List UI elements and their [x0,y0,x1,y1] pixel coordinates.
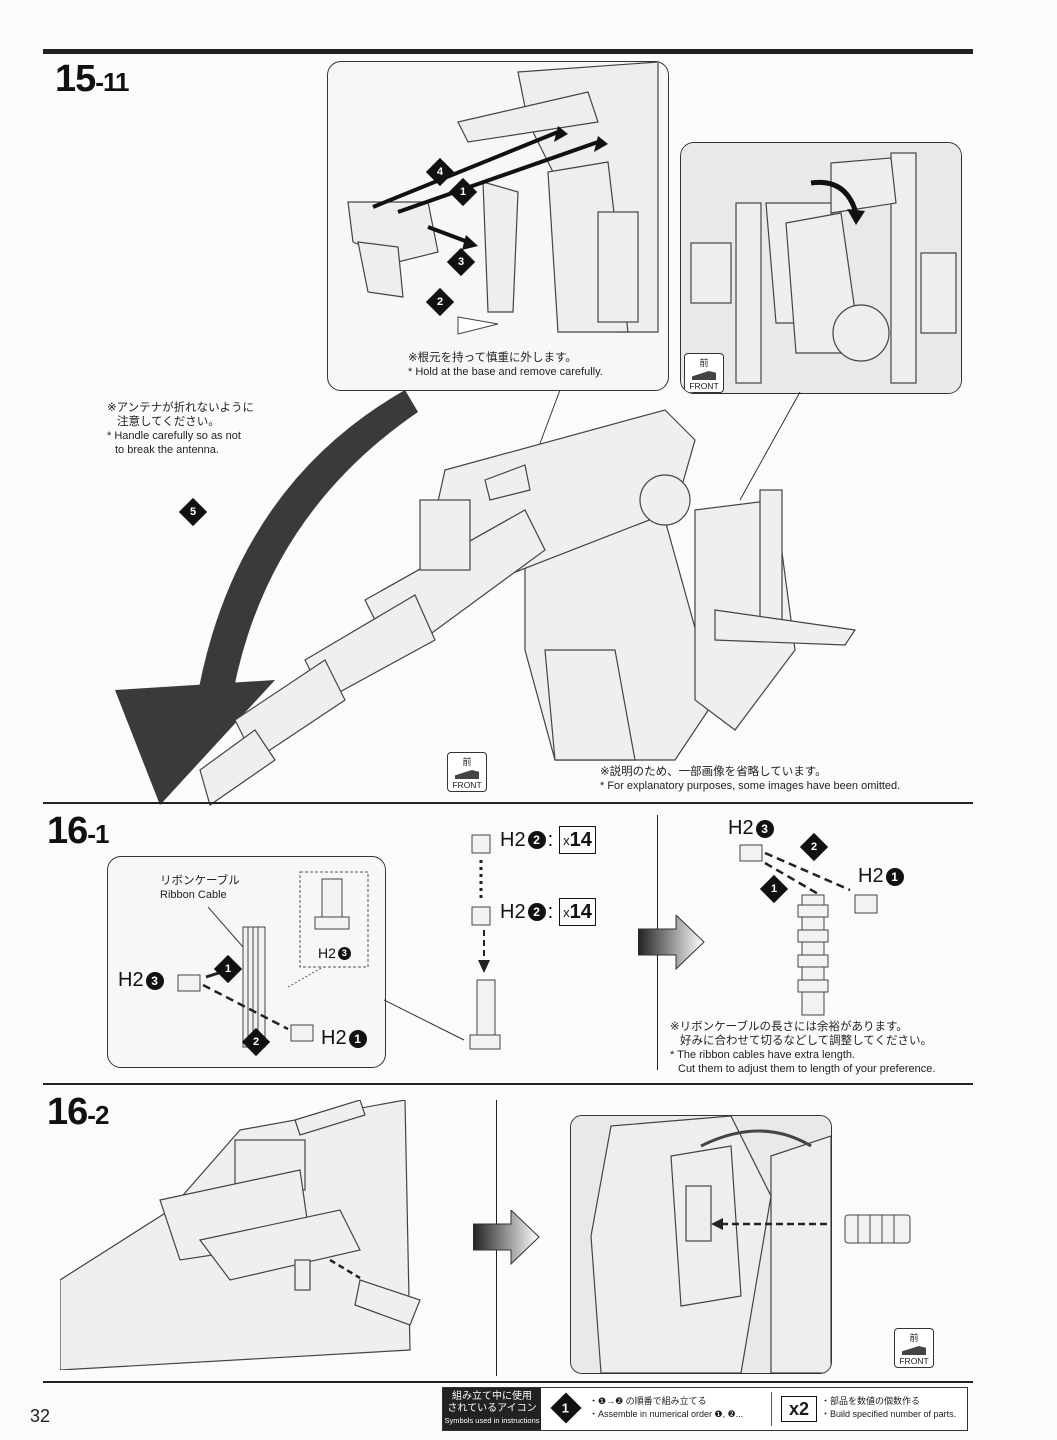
step-15-11-number: 15-11 [55,58,129,101]
note-ribbon-en-1: * The ribbon cables have extra length. [670,1049,856,1061]
detail-panel-removal: 4 1 3 2 [327,61,669,391]
robot-backpack-detail-illustration [347,62,659,335]
step-minor: -2 [87,1100,109,1130]
step-16-1-number: 16-1 [47,810,109,853]
step-major: 16 [47,1091,88,1133]
shoulder-cable-illustration [571,1116,831,1373]
note-ribbon-length: ※リボンケーブルの長さには余裕があります。 好みに合わせて切るなどして調整してく… [670,1020,970,1076]
connector-stack-illustration [384,834,501,1050]
step-minor: -1 [87,819,109,849]
next-step-arrow-icon-2 [473,1210,540,1265]
note-omitted-ja: ※説明のため、一部画像を省略しています。 [600,766,827,778]
note-antenna-caution: ※アンテナが折れないように 注意してください。 * Handle careful… [107,401,287,457]
step-16-2-number: 16-2 [47,1091,109,1134]
top-divider [43,49,973,54]
section-divider-16-2 [43,1083,973,1085]
note-antenna-en-1: * Handle carefully so as not [107,430,241,442]
legend-order-icon: 1 [550,1392,582,1424]
legend-qty-icon: x2 [781,1396,817,1422]
page-number: 32 [30,1406,51,1426]
note-antenna-ja-1: ※アンテナが折れないように [107,402,254,414]
note-antenna-ja-2: 注意してください。 [117,416,220,428]
next-step-arrow-icon [638,915,705,970]
bottom-divider [43,1381,973,1383]
legend-separator [771,1392,772,1426]
legend-qty-text: ・部品を数値の個数作る ・Build specified number of p… [821,1396,957,1419]
note-ribbon-ja-1: ※リボンケーブルの長さには余裕があります。 [670,1021,908,1033]
shoe-icon [455,770,479,779]
ribbon-cable-en: Ribbon Cable [160,889,227,901]
shoe-icon [902,1346,926,1355]
ribbon-cable-ja: リボンケーブル [160,875,240,887]
step-major: 16 [47,810,88,852]
legend-title: 組み立て中に使用 されているアイコン Symbols used in instr… [443,1388,541,1430]
note-images-omitted: ※説明のため、一部画像を省略しています。 * For explanatory p… [600,765,970,793]
step-minor: -11 [95,67,129,97]
note-detach-ja: ※根元を持って慎重に外します。 [408,352,577,364]
note-omitted-en: * For explanatory purposes, some images … [600,780,901,792]
legend-order-text: ・❶→❷ の順番で組み立てる ・Assemble in numerical or… [589,1396,744,1419]
step-major: 15 [55,58,96,100]
shoulder-cable-detail-panel [570,1115,832,1374]
cable-part-illustration [844,1214,911,1244]
note-detach-carefully: ※根元を持って慎重に外します。 * Hold at the base and r… [408,351,658,379]
robot-rifle-main-illustration [199,409,857,806]
ribbon-connector-assembled-illustration [739,844,878,1016]
note-antenna-en-2: to break the antenna. [115,444,219,456]
shoe-icon [692,371,716,380]
note-detach-en: * Hold at the base and remove carefully. [408,366,603,378]
section-divider-16-1 [43,802,973,804]
robot-shoulder-detail-illustration [681,143,961,393]
rifle-cable-insert-illustration [60,1100,421,1370]
symbols-legend: 組み立て中に使用 されているアイコン Symbols used in instr… [442,1387,968,1431]
ribbon-cable-assembly-illustration [177,871,369,1048]
note-ribbon-ja-2: 好みに合わせて切るなどして調整してください。 [680,1035,932,1047]
note-ribbon-en-2: Cut them to adjust them to length of you… [678,1063,936,1075]
rotation-arrow-illustration [115,390,418,805]
ribbon-cable-label: リボンケーブル Ribbon Cable [160,874,280,902]
